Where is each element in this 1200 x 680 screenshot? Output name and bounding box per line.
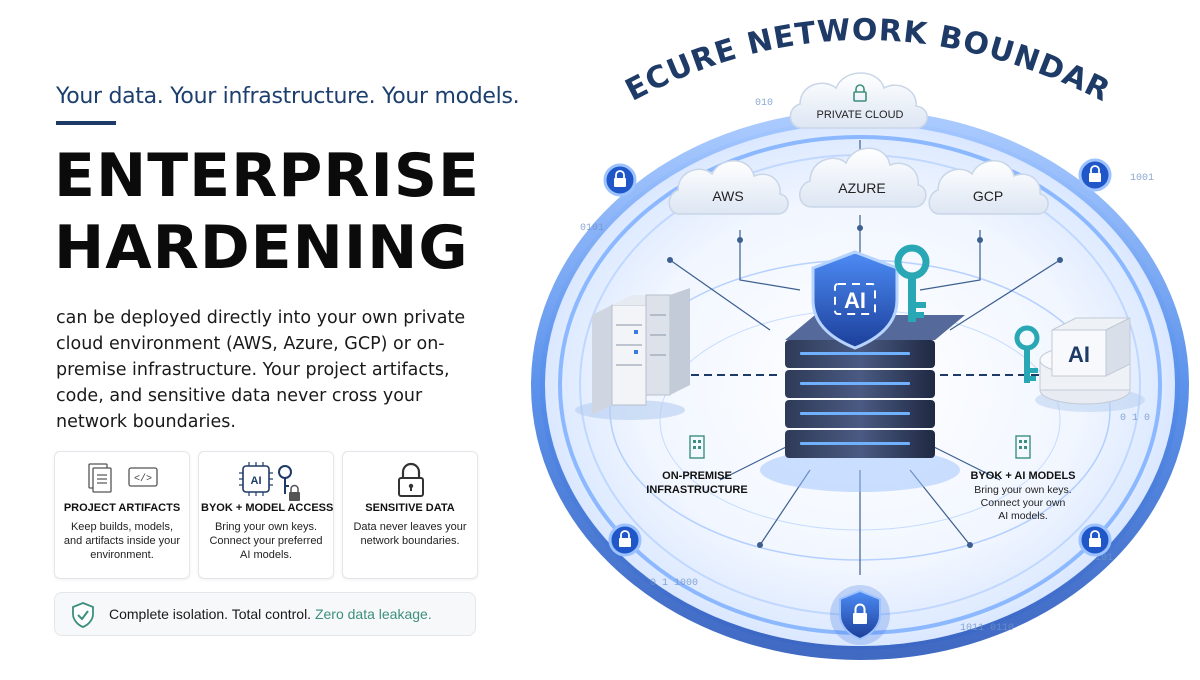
card-title: BYOK + MODEL ACCESS xyxy=(201,502,334,514)
ai-badge-label: AI xyxy=(844,288,866,313)
accent-rule xyxy=(56,121,116,125)
cloud-label: AWS xyxy=(712,188,743,204)
binary-text: 0 1 1000 xyxy=(650,578,698,589)
lock-icon xyxy=(1078,523,1112,557)
network-boundary-diagram: 010 0101 1001 0 1 0 0 1 1000 101 1011 01… xyxy=(508,0,1200,675)
title-line-1: ENTERPRISE xyxy=(54,141,481,211)
card-project-artifacts: </> PROJECT ARTIFACTS Keep builds, model… xyxy=(54,451,190,579)
private-cloud-label: PRIVATE CLOUD xyxy=(817,109,904,121)
padlock-icon xyxy=(343,460,477,497)
building-icon xyxy=(1015,435,1031,459)
banner-text-main: Complete isolation. Total control. xyxy=(109,606,312,622)
binary-text: 0101 xyxy=(580,223,604,234)
cloud-label: AZURE xyxy=(838,180,885,196)
private-cloud: PRIVATE CLOUD xyxy=(789,72,928,129)
byok-title: BYOK + AI MODELS xyxy=(970,470,1075,482)
banner-text-accent: Zero data leakage. xyxy=(314,606,432,622)
banner-text: Complete isolation. Total control. Zero … xyxy=(109,606,432,622)
ai-shield-icon: AI xyxy=(811,250,899,350)
binary-text: 101 xyxy=(1095,553,1113,564)
on-premise-label-line2: INFRASTRUCTURE xyxy=(646,484,747,496)
on-premise-label-line1: ON-PREMISE xyxy=(662,470,732,482)
ai-chip-key-icon: AI xyxy=(199,460,333,501)
padlock-icon xyxy=(853,84,867,102)
lock-icon xyxy=(1078,158,1112,192)
lock-icon xyxy=(603,163,637,197)
cloud-azure: AZURE xyxy=(799,147,927,208)
cloud-aws: AWS xyxy=(668,160,789,215)
shield-lock-icon xyxy=(830,585,890,645)
binary-text: 1011 0110 xyxy=(960,623,1014,634)
shield-check-icon xyxy=(72,602,94,628)
left-panel: Your data. Your infrastructure. Your mod… xyxy=(0,0,520,675)
byok-line: Connect your own xyxy=(981,497,1066,509)
isolation-banner: Complete isolation. Total control. Zero … xyxy=(54,592,476,636)
connector-dots xyxy=(667,225,1063,548)
central-server-stack: AI xyxy=(760,244,965,492)
card-text: Data never leaves your network boundarie… xyxy=(353,521,467,547)
tagline: Your data. Your infrastructure. Your mod… xyxy=(56,84,520,109)
card-title: SENSITIVE DATA xyxy=(365,502,455,514)
on-premise-block: ON-PREMISE INFRASTRUCTURE xyxy=(646,435,748,496)
lock-icon xyxy=(608,523,642,557)
byok-block: BYOK + AI MODELS Bring your own keys. Co… xyxy=(970,435,1076,522)
svg-text:</>: </> xyxy=(134,473,152,485)
card-title: PROJECT ARTIFACTS xyxy=(63,502,181,514)
ai-model-label: AI xyxy=(1068,342,1090,367)
description: can be deployed directly into your own p… xyxy=(56,308,466,432)
binary-text: 0 1 0 xyxy=(1120,413,1150,424)
card-text: Bring your own keys. Connect your prefer… xyxy=(209,521,323,561)
card-sensitive-data: SENSITIVE DATA Data never leaves your ne… xyxy=(342,451,478,579)
key-icon xyxy=(894,244,930,322)
feature-cards: </> PROJECT ARTIFACTS Keep builds, model… xyxy=(54,451,478,579)
byok-line: AI models. xyxy=(998,510,1048,522)
cloud-gcp: GCP xyxy=(928,160,1049,215)
on-premise-servers xyxy=(575,288,690,420)
key-icon xyxy=(1014,325,1040,383)
building-icon xyxy=(689,435,705,459)
binary-text: 010 xyxy=(755,98,773,109)
documents-code-icon: </> xyxy=(55,460,189,496)
svg-text:AI: AI xyxy=(251,475,262,487)
title-line-2: HARDENING xyxy=(54,213,469,283)
card-text: Keep builds, models, and artifacts insid… xyxy=(63,521,181,561)
byok-model-stack: AI xyxy=(1014,317,1145,412)
byok-line: Bring your own keys. xyxy=(974,484,1071,496)
page-title: ENTERPRISE HARDENING xyxy=(54,140,480,284)
binary-text: 1001 xyxy=(1130,173,1154,184)
cloud-label: GCP xyxy=(973,188,1003,204)
card-byok-model-access: AI BYOK + MODEL ACCESS Bring your own ke… xyxy=(198,451,334,579)
binary-stream: 010 0101 1001 0 1 0 0 1 1000 101 1011 01… xyxy=(580,98,1154,634)
ring-lock-icons xyxy=(603,158,1112,645)
